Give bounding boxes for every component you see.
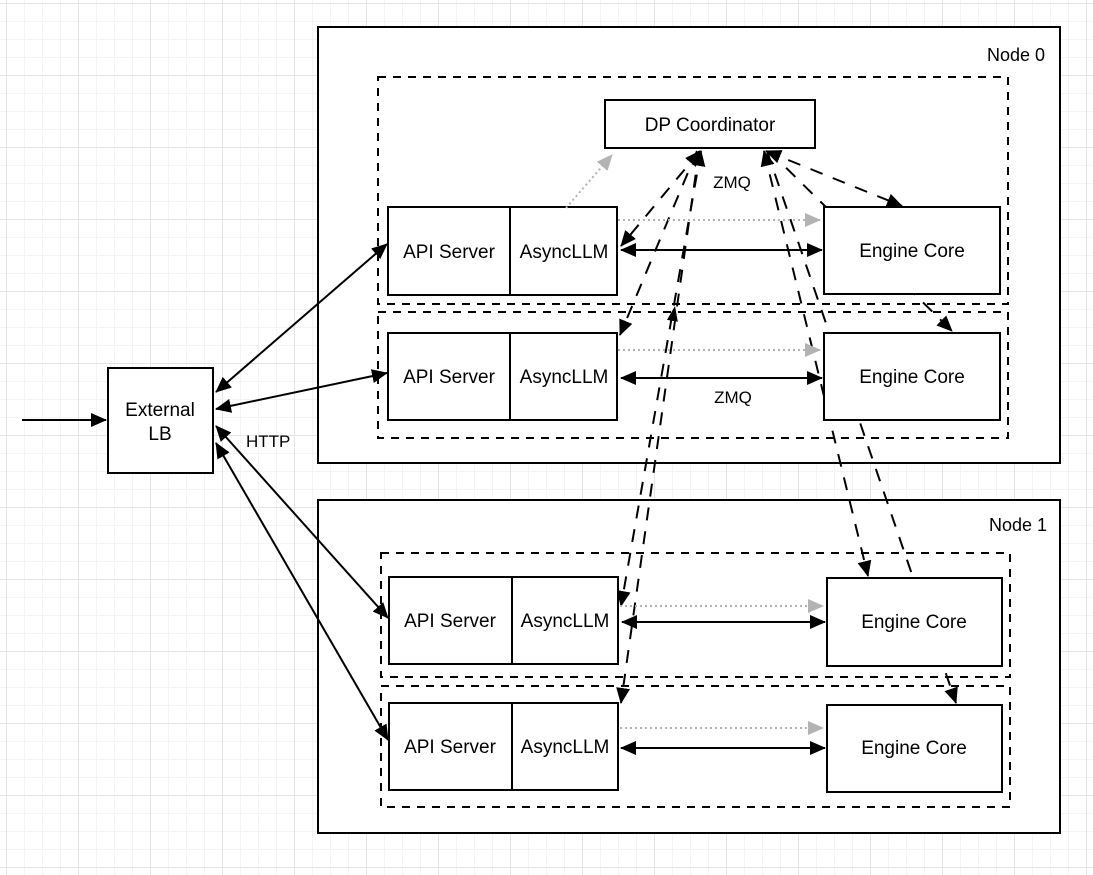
engine-core-box-n0r2 <box>823 332 1001 421</box>
api-asyncllm-box-n0r1 <box>387 206 618 296</box>
api-server-label-n0r1: API Server <box>403 242 496 263</box>
node0-row1-group <box>377 76 1009 305</box>
api-asyncllm-box-n1r2 <box>388 702 619 791</box>
edge-dp-asyncllm-n1r2 <box>616 150 700 704</box>
engine-core-box-n0r1 <box>823 206 1001 295</box>
api-server-label-n0r2: API Server <box>403 367 496 388</box>
asyncllm-label-n1r1: AsyncLLM <box>521 611 610 632</box>
http-label: HTTP <box>246 432 290 451</box>
dp-coordinator-label: DP Coordinator <box>645 115 776 136</box>
zmq-coordinator-label: ZMQ <box>713 173 751 192</box>
api-asyncllm-box-n1r1 <box>388 576 619 665</box>
asyncllm-label-n0r1: AsyncLLM <box>520 242 609 263</box>
api-server-label-n1r2: API Server <box>404 737 497 758</box>
api-server-label-n1r1: API Server <box>404 611 497 632</box>
edge-dotted-asyncllm-dp <box>565 154 613 209</box>
external-lb-label-line2: LB <box>148 424 171 445</box>
engine-core-label-n1r2: Engine Core <box>861 738 967 759</box>
external-lb-label-line1: External <box>125 400 195 421</box>
edge-lb-api-n0r1 <box>215 243 388 393</box>
engine-core-label-n0r1: Engine Core <box>859 241 965 262</box>
engine-core-label-n1r1: Engine Core <box>861 612 967 633</box>
component-boxes <box>107 99 1003 793</box>
engine-core-box-n1r2 <box>826 704 1003 793</box>
node1-label: Node 1 <box>989 515 1047 535</box>
edge-lb-api-n1r2 <box>215 442 389 741</box>
zmq-engine-label: ZMQ <box>714 388 752 407</box>
engine-core-label-n0r2: Engine Core <box>859 367 965 388</box>
dotted-edges <box>565 154 824 735</box>
edge-lb-api-n0r2 <box>215 369 388 413</box>
asyncllm-label-n0r2: AsyncLLM <box>520 367 609 388</box>
api-asyncllm-box-n0r2 <box>387 332 618 421</box>
edge-mid-arrowhead <box>666 306 678 322</box>
external-lb-box <box>107 367 214 474</box>
solid-edges <box>22 243 826 755</box>
engine-core-box-n1r1 <box>826 577 1003 667</box>
node0-label: Node 0 <box>987 45 1045 65</box>
labels: Node 0 Node 1 DP Coordinator API Server … <box>125 45 1047 759</box>
edge-dp-engine-n1r1 <box>760 150 872 577</box>
dp-coordinator-box <box>604 99 816 149</box>
asyncllm-label-n1r2: AsyncLLM <box>521 737 610 758</box>
node0-row2-group <box>377 311 1009 439</box>
